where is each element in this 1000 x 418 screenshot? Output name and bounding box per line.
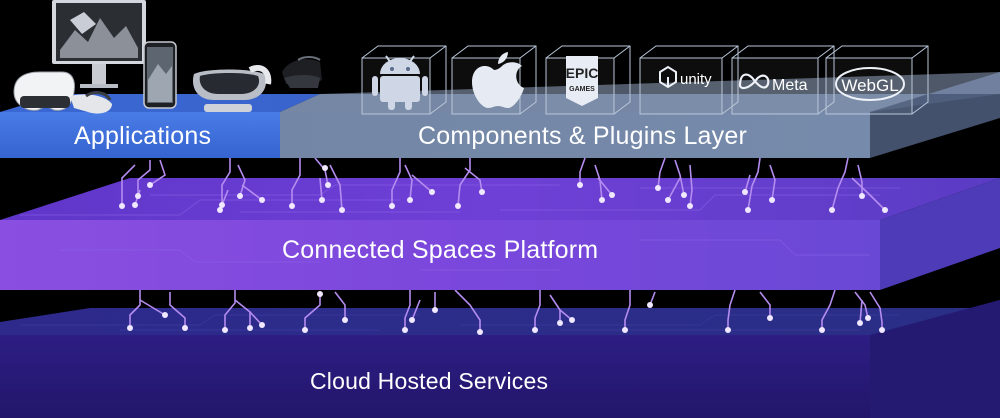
- applications-label: Applications: [74, 122, 212, 150]
- cloud-hosted-services-label: Cloud Hosted Services: [310, 368, 549, 394]
- webgl-wordmark: WebGL: [841, 76, 898, 95]
- nodes-lower: [127, 291, 885, 335]
- unity-wordmark: unity: [680, 71, 712, 88]
- platform-boxes: [361, 45, 929, 115]
- vision-headset-icon: [192, 64, 272, 112]
- devices: [13, 0, 322, 114]
- epic-games-icon: EPIC GAMES: [566, 56, 599, 106]
- games-wordmark: GAMES: [569, 86, 595, 93]
- monitor-icon: [52, 0, 146, 88]
- connectors-lower: [129, 289, 883, 332]
- connectors-upper: [121, 157, 886, 211]
- components-plugins-label: Components & Plugins Layer: [418, 122, 747, 150]
- epic-wordmark: EPIC: [566, 65, 599, 81]
- android-icon: [372, 55, 428, 110]
- cloud-layer: [0, 300, 1000, 418]
- unity-icon: unity: [659, 65, 712, 89]
- phone-icon: [143, 41, 177, 109]
- connected-spaces-platform-label: Connected Spaces Platform: [282, 236, 599, 264]
- apple-icon: [472, 52, 524, 108]
- ar-headset-icon: [282, 56, 322, 88]
- vr-headset-icon: [13, 71, 112, 114]
- platform-layer: [0, 178, 1000, 290]
- meta-icon: Meta: [738, 73, 808, 94]
- nodes-upper: [119, 165, 888, 213]
- webgl-icon: WebGL: [835, 67, 905, 101]
- meta-wordmark: Meta: [772, 77, 808, 94]
